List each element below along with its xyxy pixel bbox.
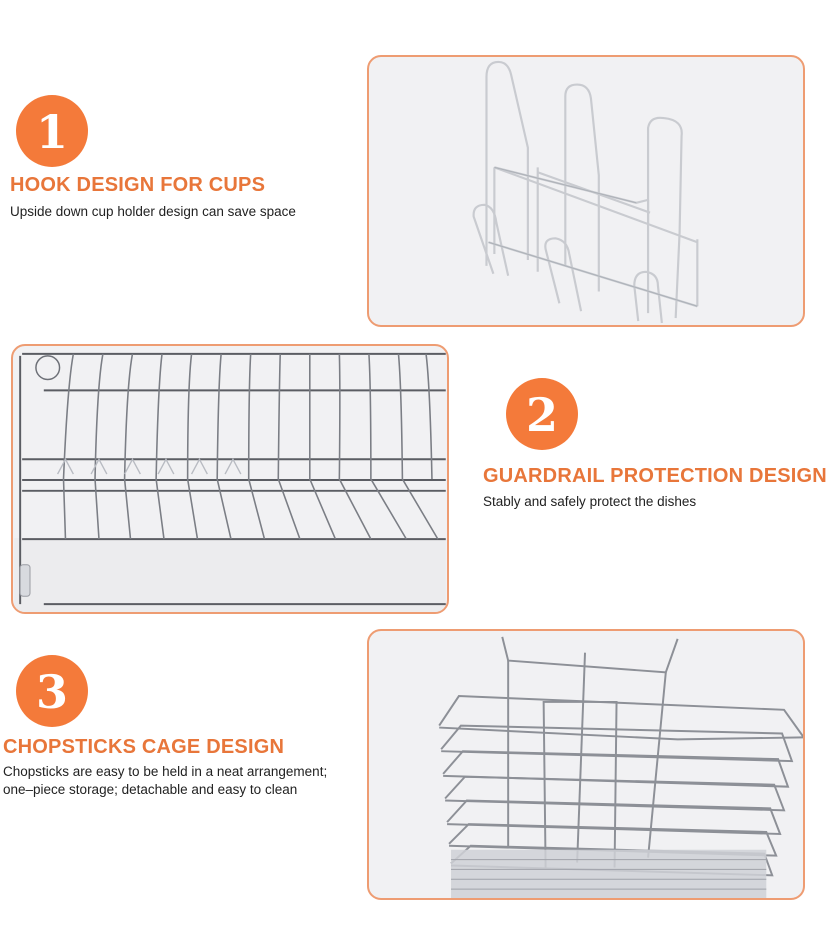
cup-hook-rack-illustration (472, 60, 699, 324)
chopsticks-cage-illustration (438, 636, 803, 898)
feature-title-1: HOOK DESIGN FOR CUPS (10, 174, 266, 196)
number-badge-2: 2 (506, 378, 578, 450)
number-badge-1: 1 (16, 95, 88, 167)
feature-description-3-line-2: one–piece storage; detachable and easy t… (3, 782, 298, 797)
badge-number: 1 (35, 105, 68, 159)
number-badge-3: 3 (16, 655, 88, 727)
dish-rack-guardrail-illustration (14, 352, 446, 612)
product-image-chopsticks-cage (367, 629, 805, 900)
feature-description-3-line-1: Chopsticks are easy to be held in a neat… (3, 764, 328, 779)
product-image-guardrail (11, 344, 449, 614)
badge-number: 2 (525, 388, 558, 442)
feature-title-3: CHOPSTICKS CAGE DESIGN (3, 736, 285, 758)
feature-title-2: GUARDRAIL PROTECTION DESIGN (483, 465, 827, 487)
feature-description-2: Stably and safely protect the dishes (483, 494, 697, 509)
badge-number: 3 (35, 665, 68, 719)
feature-description-1: Upside down cup holder design can save s… (10, 204, 296, 219)
product-image-cup-hooks (367, 55, 805, 327)
